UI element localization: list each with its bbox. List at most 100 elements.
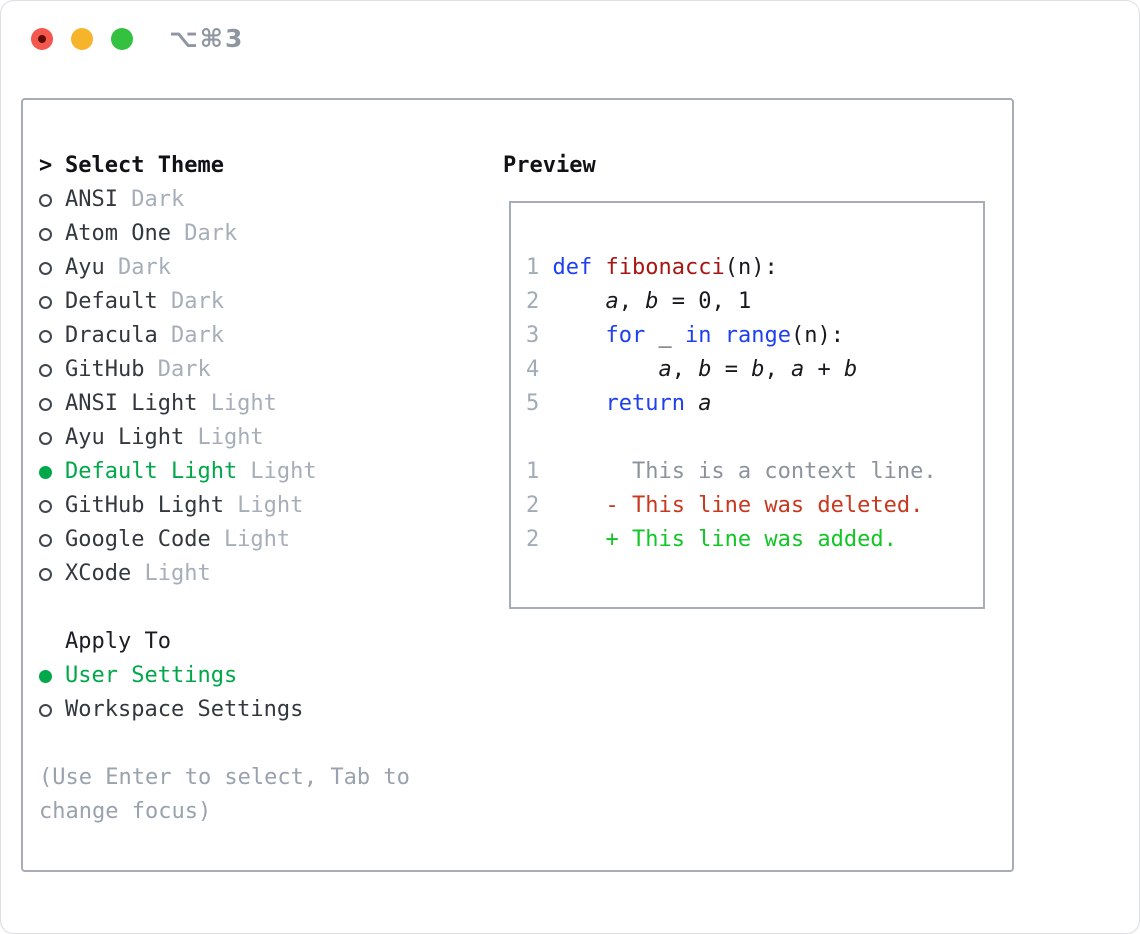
token-plain: + [804,357,844,382]
apply-to-header-row: Apply To [39,625,503,659]
code-line: 2 a, b = 0, 1 [526,285,973,319]
theme-name: Default [65,289,158,314]
radio-gutter [39,261,65,275]
theme-item-google-code[interactable]: Google Code Light [39,523,503,557]
minimize-button[interactable] [71,28,93,50]
theme-name: GitHub [65,357,145,382]
line-number: 5 [526,391,540,416]
line-number: 1 [526,459,540,484]
token-var: a [605,289,619,314]
code-text: for _ in range(n): [552,319,843,353]
theme-name: ANSI Light [65,391,198,416]
token-plain: _ [645,323,685,348]
theme-list-header-row: > Select Theme [39,149,503,183]
theme-name: GitHub Light [65,493,224,518]
close-button[interactable] [31,28,53,50]
code-text: a, b = 0, 1 [552,285,751,319]
theme-variant-label: Dark [170,289,224,314]
token-var: a [658,357,672,382]
help-text-row-1: (Use Enter to select, Tab to [39,761,503,795]
code-text: a, b = b, a + b [552,353,857,387]
code-line [526,421,973,455]
token-plain: , [671,357,699,382]
radio-icon [39,703,52,717]
token-plain [552,357,658,382]
window-controls [31,28,133,50]
radio-gutter [39,465,65,479]
token-plain: , [764,357,791,382]
token-plain [552,289,605,314]
radio-gutter [39,227,65,241]
token-kw: return [605,391,685,416]
token-plain: , [618,289,646,314]
help-text-line-1: (Use Enter to select, Tab to [39,765,410,790]
apply-option-workspace-settings[interactable]: Workspace Settings [39,693,503,727]
theme-variant-label: Dark [117,255,171,280]
code-line: 2 - This line was deleted. [526,489,973,523]
token-var: b [645,289,659,314]
radio-gutter [39,703,65,717]
token-plain: (n): [790,323,844,348]
radio-gutter [39,431,65,445]
code-line: 5 return a [526,387,973,421]
radio-icon [39,499,52,513]
theme-item-github[interactable]: GitHub Dark [39,353,503,387]
code-line: 4 a, b = b, a + b [526,353,973,387]
apply-option-label: User Settings [65,663,238,688]
theme-item-default[interactable]: Default Dark [39,285,503,319]
radio-gutter [39,193,65,207]
theme-variant-label: Light [197,425,264,450]
theme-variant-label: Light [250,459,317,484]
theme-item-ayu[interactable]: Ayu Dark [39,251,503,285]
help-text-row-2: change focus) [39,795,503,829]
theme-name: Ayu [65,255,105,280]
token-plain: = [711,357,752,382]
code-text: - This line was deleted. [552,489,923,523]
radio-icon [39,397,52,411]
line-number: 3 [526,323,540,348]
theme-list-header: Select Theme [65,153,224,178]
theme-variant-label: Light [237,493,304,518]
line-number: 2 [526,289,540,314]
theme-name: Atom One [65,221,171,246]
apply-option-user-settings[interactable]: User Settings [39,659,503,693]
token-kw: for [605,323,646,348]
theme-variant-label: Dark [157,357,211,382]
code-line: 2 + This line was added. [526,523,973,557]
theme-item-default-light[interactable]: Default Light Light [39,455,503,489]
theme-variant-label: Light [144,561,211,586]
help-text-line-2: change focus) [39,799,212,824]
theme-variant-label: Light [223,527,291,552]
theme-name: Dracula [65,323,158,348]
cursor-icon: > [39,153,53,178]
radio-icon [39,295,52,309]
radio-icon [39,261,52,275]
theme-item-github-light[interactable]: GitHub Light Light [39,489,503,523]
radio-gutter [39,669,65,683]
code-text: def fibonacci(n): [552,251,777,285]
token-plain [552,323,605,348]
apply-to-header: Apply To [65,629,171,654]
radio-icon [39,431,52,445]
apply-option-label: Workspace Settings [65,697,304,722]
token-plain [685,391,698,416]
theme-name: ANSI [65,187,118,212]
radio-selected-icon [39,465,52,479]
theme-name: Google Code [65,527,211,552]
zoom-button[interactable] [111,28,133,50]
radio-gutter [39,567,65,581]
token-plain [552,391,605,416]
code-text: + This line was added. [552,523,896,557]
radio-selected-icon [39,669,52,683]
theme-name: Default Light [65,459,238,484]
radio-icon [39,227,52,241]
